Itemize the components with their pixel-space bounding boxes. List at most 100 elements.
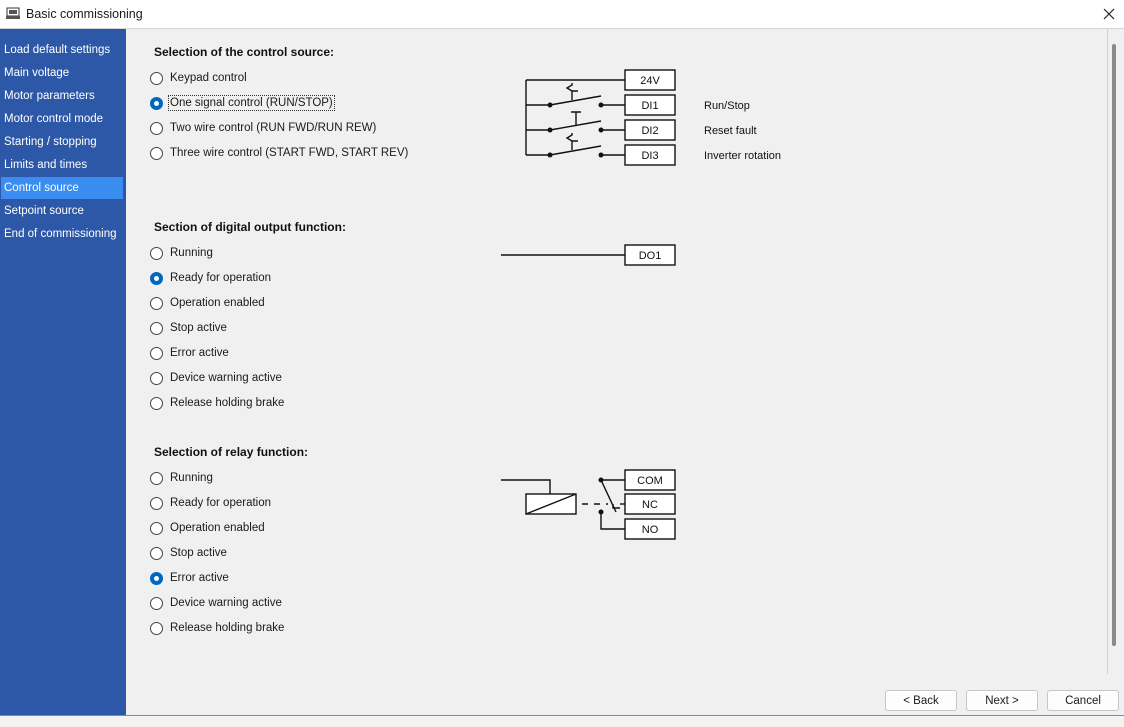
sidebar-item-load-default-settings[interactable]: Load default settings xyxy=(4,44,111,56)
radio-label: Ready for operation xyxy=(170,272,272,284)
sidebar-item-motor-parameters[interactable]: Motor parameters xyxy=(4,90,95,102)
vertical-scrollbar[interactable] xyxy=(1112,44,1116,646)
terminal-di2-label: DI2 xyxy=(641,125,658,137)
close-icon xyxy=(1103,8,1115,20)
radio-label: Keypad control xyxy=(170,72,247,84)
di3-description: Inverter rotation xyxy=(704,150,782,162)
terminal-nc-label: NC xyxy=(642,499,658,511)
radio-button[interactable] xyxy=(150,396,163,410)
terminal-24v-box xyxy=(624,69,676,91)
radio-button[interactable] xyxy=(150,471,163,485)
radio-relay-device-warning-active[interactable]: Device warning active xyxy=(150,594,282,612)
radio-button[interactable] xyxy=(150,371,163,385)
radio-relay-operation-enabled[interactable]: Operation enabled xyxy=(150,519,265,537)
control-source-wiring-diagram: 24V DI1 DI2 DI3 xyxy=(525,69,676,166)
bottom-strip xyxy=(0,715,1124,727)
radio-label: Release holding brake xyxy=(170,622,285,634)
terminal-di2-box xyxy=(624,119,676,141)
terminal-di1-box xyxy=(624,94,676,116)
radio-label: Two wire control (RUN FWD/RUN REW) xyxy=(170,122,377,134)
radio-do-device-warning-active[interactable]: Device warning active xyxy=(150,369,282,387)
radio-label: Running xyxy=(170,247,213,259)
radio-keypad-control[interactable]: Keypad control xyxy=(150,69,247,87)
digital-output-title: Section of digital output function: xyxy=(154,220,346,234)
radio-button[interactable] xyxy=(150,296,163,310)
terminal-do1-label: DO1 xyxy=(639,250,662,262)
sidebar-item-control-source[interactable]: Control source xyxy=(1,177,123,199)
radio-do-stop-active[interactable]: Stop active xyxy=(150,319,227,337)
radio-label: Device warning active xyxy=(170,372,282,384)
terminal-24v-label: 24V xyxy=(640,75,660,87)
close-button[interactable] xyxy=(1094,0,1124,28)
radio-three-wire-control[interactable]: Three wire control (START FWD, START REV… xyxy=(150,144,408,162)
terminal-no-label: NO xyxy=(642,524,659,536)
radio-label: Release holding brake xyxy=(170,397,285,409)
radio-relay-error-active[interactable]: Error active xyxy=(150,569,229,587)
sidebar-item-starting-stopping[interactable]: Starting / stopping xyxy=(4,136,97,148)
sidebar-item-end-of-commissioning[interactable]: End of commissioning xyxy=(4,228,117,240)
cancel-button[interactable]: Cancel xyxy=(1047,690,1119,711)
digital-output-wiring-diagram: DO1 xyxy=(501,244,676,266)
terminal-com-box xyxy=(624,469,676,491)
radio-button[interactable] xyxy=(150,621,163,635)
radio-one-signal-control[interactable]: One signal control (RUN/STOP) xyxy=(150,94,335,112)
radio-relay-release-holding-brake[interactable]: Release holding brake xyxy=(150,619,284,637)
radio-do-error-active[interactable]: Error active xyxy=(150,344,229,362)
sidebar-item-setpoint-source[interactable]: Setpoint source xyxy=(4,205,84,217)
radio-label: Stop active xyxy=(170,547,227,559)
radio-label: One signal control (RUN/STOP) xyxy=(168,95,335,111)
radio-relay-stop-active[interactable]: Stop active xyxy=(150,544,227,562)
radio-button-checked[interactable] xyxy=(150,96,163,110)
terminal-com-label: COM xyxy=(637,475,663,487)
sidebar: Load default settings Main voltage Motor… xyxy=(0,29,126,715)
terminal-di3-label: DI3 xyxy=(641,150,658,162)
radio-do-running[interactable]: Running xyxy=(150,244,213,262)
radio-do-ready-for-operation[interactable]: Ready for operation xyxy=(150,269,271,287)
radio-button[interactable] xyxy=(150,496,163,510)
sidebar-item-motor-control-mode[interactable]: Motor control mode xyxy=(4,113,104,125)
terminal-di3-box xyxy=(624,144,676,166)
radio-label: Device warning active xyxy=(170,597,282,609)
radio-label: Running xyxy=(170,472,213,484)
radio-button[interactable] xyxy=(150,246,163,260)
sidebar-item-limits-and-times[interactable]: Limits and times xyxy=(4,159,88,171)
relay-function-title: Selection of relay function: xyxy=(154,445,309,459)
relay-wiring-diagram: COM NC NO xyxy=(501,469,676,540)
radio-label: Three wire control (START FWD, START REV… xyxy=(170,147,409,159)
radio-button-checked[interactable] xyxy=(150,271,163,285)
radio-label: Error active xyxy=(170,347,229,359)
radio-button[interactable] xyxy=(150,546,163,560)
di2-description: Reset fault xyxy=(704,125,757,137)
radio-button-checked[interactable] xyxy=(150,571,163,585)
main-panel: Selection of the control source: Keypad … xyxy=(126,29,1124,715)
radio-label: Stop active xyxy=(170,322,227,334)
control-source-title: Selection of the control source: xyxy=(154,45,335,59)
scroll-track-divider xyxy=(1107,29,1108,674)
radio-button[interactable] xyxy=(150,521,163,535)
radio-button[interactable] xyxy=(150,71,163,85)
sidebar-item-main-voltage[interactable]: Main voltage xyxy=(4,67,70,79)
terminal-no-box xyxy=(624,518,676,540)
radio-label: Error active xyxy=(170,572,229,584)
radio-button[interactable] xyxy=(150,121,163,135)
radio-label: Ready for operation xyxy=(170,497,272,509)
radio-label: Operation enabled xyxy=(170,522,265,534)
radio-label: Operation enabled xyxy=(170,297,265,309)
radio-two-wire-control[interactable]: Two wire control (RUN FWD/RUN REW) xyxy=(150,119,376,137)
radio-button[interactable] xyxy=(150,321,163,335)
app-icon xyxy=(6,7,20,19)
back-button[interactable]: < Back xyxy=(885,690,957,711)
title-bar: Basic commissioning xyxy=(0,0,1124,29)
radio-relay-running[interactable]: Running xyxy=(150,469,213,487)
terminal-di1-label: DI1 xyxy=(641,100,658,112)
radio-do-operation-enabled[interactable]: Operation enabled xyxy=(150,294,265,312)
terminal-do1-box xyxy=(624,244,676,266)
di1-description: Run/Stop xyxy=(704,100,750,112)
radio-do-release-holding-brake[interactable]: Release holding brake xyxy=(150,394,284,412)
radio-button[interactable] xyxy=(150,346,163,360)
next-button[interactable]: Next > xyxy=(966,690,1038,711)
radio-button[interactable] xyxy=(150,596,163,610)
radio-relay-ready-for-operation[interactable]: Ready for operation xyxy=(150,494,271,512)
radio-button[interactable] xyxy=(150,146,163,160)
terminal-nc-box xyxy=(624,493,676,515)
